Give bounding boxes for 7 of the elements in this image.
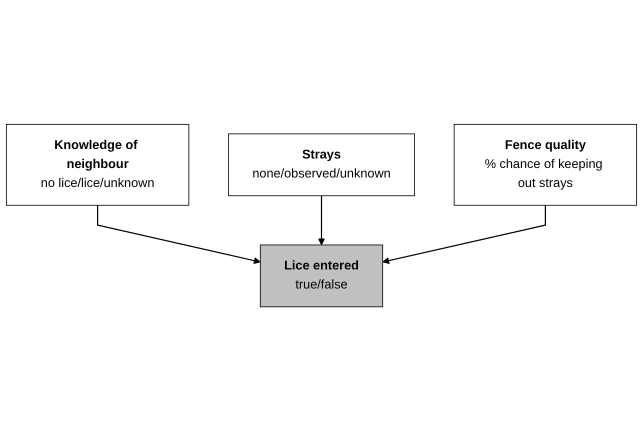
node-box: Lice entered true/false: [260, 244, 384, 308]
node-box: Knowledge of neighbour no lice/lice/unknown: [6, 124, 190, 206]
arrow: [318, 196, 325, 246]
arrow: [97, 206, 261, 264]
node-box: Strays none/observed/unknown: [228, 134, 415, 197]
node-box: Fence quality % chance of keeping out strays: [454, 124, 638, 206]
arrow: [382, 206, 546, 264]
